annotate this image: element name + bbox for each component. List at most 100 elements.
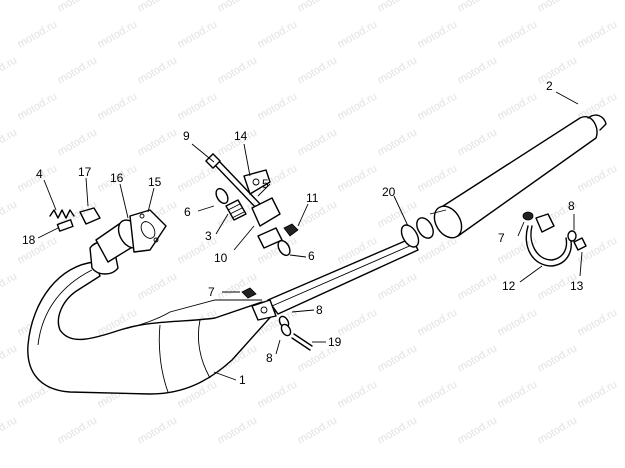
watermark-text: motod.ru <box>376 342 420 374</box>
watermark-text: motod.ru <box>496 306 540 338</box>
watermark-text: motod.ru <box>0 0 19 15</box>
callout-11: 11 <box>306 191 319 205</box>
watermark-text: motod.ru <box>176 234 220 266</box>
watermark-text: motod.ru <box>376 126 420 158</box>
watermark-text: motod.ru <box>496 378 540 410</box>
watermark-text: motod.ru <box>216 54 260 86</box>
watermark-text: motod.ru <box>376 414 420 446</box>
watermark-text: motod.ru <box>216 270 260 302</box>
watermark-text: motod.ru <box>576 306 620 338</box>
watermark-text: motod.ru <box>336 18 380 50</box>
leader-lines <box>37 91 583 381</box>
callout-1: 1 <box>239 373 246 387</box>
watermark-text: motod.ru <box>56 126 100 158</box>
watermark-text: motod.ru <box>456 126 500 158</box>
spring-bracket-part <box>79 207 101 225</box>
watermark-text: motod.ru <box>496 18 540 50</box>
watermark-text: motod.ru <box>136 0 180 15</box>
callout-15: 15 <box>148 175 162 189</box>
bolt-18-part <box>56 219 74 232</box>
callout-10: 10 <box>214 251 228 265</box>
watermark-text: motod.ru <box>416 18 460 50</box>
watermark-text: motod.ru <box>456 54 500 86</box>
watermark-text: motod.ru <box>416 378 460 410</box>
callout-7-right: 7 <box>498 231 505 245</box>
watermark-text: motod.ru <box>296 126 340 158</box>
watermark-text: motod.ru <box>56 414 100 446</box>
watermark-text: motod.ru <box>296 54 340 86</box>
callout-13: 13 <box>570 279 584 293</box>
watermark-text: motod.ru <box>136 270 180 302</box>
callout-labels: 1 2 3 4 5 6 6 7 7 8 8 8 9 10 11 12 13 14… <box>22 79 584 387</box>
callout-2: 2 <box>546 79 553 93</box>
watermark-text: motod.ru <box>0 198 19 230</box>
watermark-text: motod.ru <box>96 18 140 50</box>
watermark-text: motod.ru <box>56 0 100 15</box>
watermark-text: motod.ru <box>0 126 19 158</box>
watermark-text: motod.ru <box>256 378 300 410</box>
callout-20: 20 <box>382 185 396 199</box>
watermark-text: motod.ru <box>376 0 420 15</box>
watermark-text: motod.ru <box>0 270 19 302</box>
watermark-text: motod.ru <box>416 90 460 122</box>
watermark-text: motod.ru <box>336 90 380 122</box>
watermark-text: motod.ru <box>376 270 420 302</box>
expansion-chamber-part <box>27 241 276 395</box>
callout-8-upper: 8 <box>316 303 323 317</box>
header-flange-part <box>95 209 167 263</box>
watermark-text: motod.ru <box>176 18 220 50</box>
callout-18: 18 <box>22 233 36 247</box>
watermark-text: motod.ru <box>576 18 620 50</box>
watermark-text: motod.ru <box>456 0 500 15</box>
callout-9: 9 <box>183 129 190 143</box>
watermark-text: motod.ru <box>0 342 19 374</box>
callout-8-right: 8 <box>568 199 575 213</box>
watermark-text: motod.ru <box>576 162 620 194</box>
watermark-text: motod.ru <box>256 90 300 122</box>
watermark-text: motod.ru <box>536 0 580 15</box>
watermark-text: motod.ru <box>416 306 460 338</box>
callout-6-bottom: 6 <box>308 249 315 263</box>
watermark-text: motod.ru <box>176 90 220 122</box>
watermark-text: motod.ru <box>216 0 260 15</box>
callout-19: 19 <box>328 335 342 349</box>
callout-5: 5 <box>262 177 269 191</box>
callout-8-lower: 8 <box>266 351 273 365</box>
watermark-text: motod.ru <box>16 90 60 122</box>
callout-14: 14 <box>234 129 248 143</box>
mount-hardware <box>205 153 299 257</box>
watermark-text: motod.ru <box>456 414 500 446</box>
watermark-text: motod.ru <box>416 234 460 266</box>
callout-17: 17 <box>78 165 92 179</box>
callout-3: 3 <box>205 229 212 243</box>
watermark-text: motod.ru <box>456 342 500 374</box>
watermark-text: motod.ru <box>216 414 260 446</box>
watermark-text: motod.ru <box>0 54 19 86</box>
watermark-text: motod.ru <box>96 90 140 122</box>
callout-12: 12 <box>502 279 516 293</box>
watermark-text: motod.ru <box>336 378 380 410</box>
callout-6-top: 6 <box>184 205 191 219</box>
watermark-text: motod.ru <box>56 54 100 86</box>
silencer-part <box>429 114 607 239</box>
watermark-text: motod.ru <box>136 414 180 446</box>
tube-mount-hardware <box>241 287 313 351</box>
watermark-text: motod.ru <box>336 162 380 194</box>
watermark-text: motod.ru <box>16 18 60 50</box>
watermark-text: motod.ru <box>376 54 420 86</box>
watermark-text: motod.ru <box>0 414 19 446</box>
spring-part <box>49 209 75 219</box>
callout-7-left: 7 <box>208 285 215 299</box>
watermark-text: motod.ru <box>576 378 620 410</box>
silencer-clamp-part <box>522 211 587 267</box>
watermark-text: motod.ru <box>416 162 460 194</box>
watermark-text: motod.ru <box>256 18 300 50</box>
watermark-text: motod.ru <box>296 414 340 446</box>
watermark-text: motod.ru <box>336 306 380 338</box>
link-tube-part <box>267 237 419 315</box>
watermark-text: motod.ru <box>536 54 580 86</box>
watermark-text: motod.ru <box>296 0 340 15</box>
watermark-text: motod.ru <box>536 414 580 446</box>
watermark-text: motod.ru <box>496 90 540 122</box>
